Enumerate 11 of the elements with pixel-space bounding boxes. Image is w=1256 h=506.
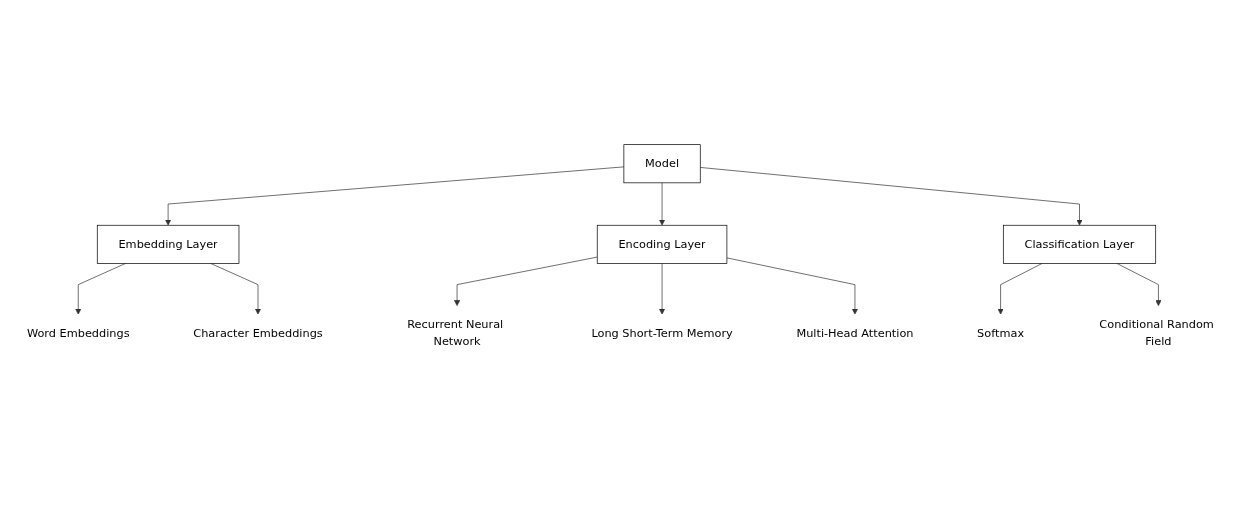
node-text: Softmax xyxy=(977,326,1025,340)
node-box: Classification Layer xyxy=(1002,225,1157,264)
node-text: Word Embeddings xyxy=(26,326,130,340)
node-box: Embedding Layer xyxy=(96,225,240,264)
node-text: Recurrent Neural Network xyxy=(407,318,504,349)
node-text: Character Embeddings xyxy=(193,326,323,340)
node-box: Encoding Layer xyxy=(596,225,728,264)
node-text: Multi-Head Attention xyxy=(796,326,914,340)
node-box: Model xyxy=(623,144,701,184)
node-text: Conditional Random Field xyxy=(1099,318,1214,349)
node-text: Long Short-Term Memory xyxy=(591,326,733,340)
